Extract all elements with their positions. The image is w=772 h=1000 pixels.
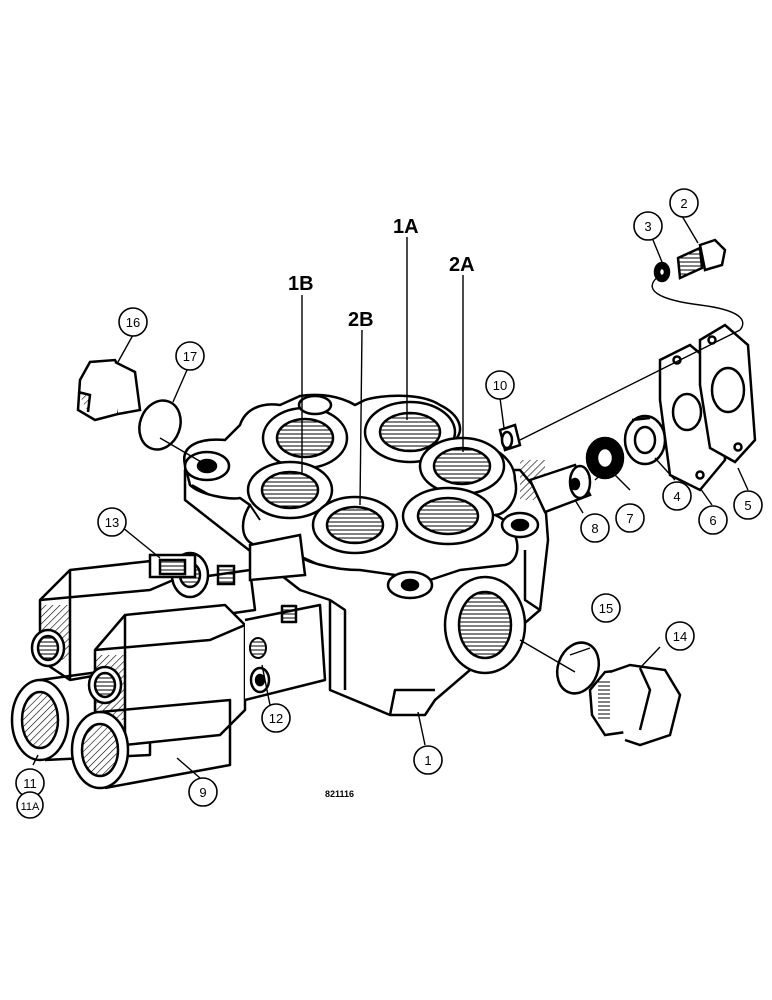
callout-1-label: 1 [424, 753, 431, 768]
callout-14: 14 [665, 621, 695, 651]
callout-11-label: 11 [23, 776, 37, 791]
callout-8-label: 8 [591, 521, 598, 536]
solenoid-coupling [148, 533, 307, 586]
port-label-2b: 2B [348, 309, 374, 331]
bolt-2 [676, 238, 727, 280]
valve-body [182, 393, 550, 717]
callout-6-label: 6 [709, 513, 716, 528]
callout-13-label: 13 [105, 515, 119, 530]
callout-10-label: 10 [493, 378, 507, 393]
callout-17-label: 17 [183, 349, 197, 364]
callout-16-label: 16 [126, 315, 140, 330]
callout-10: 10 [485, 370, 515, 400]
callout-11a-label: 11A [21, 801, 40, 813]
callout-9: 9 [188, 777, 218, 807]
port-label-2a: 2A [449, 254, 475, 276]
callout-15-label: 15 [599, 601, 613, 616]
callout-1: 1 [413, 745, 443, 775]
callout-6: 6 [698, 505, 728, 535]
callout-12: 12 [261, 703, 291, 733]
callout-3: 3 [633, 211, 663, 241]
o-ring-17 [138, 399, 182, 451]
drawing-reference: 821116 [325, 789, 354, 799]
callout-2: 2 [669, 188, 699, 218]
callout-7: 7 [615, 503, 645, 533]
callout-14-label: 14 [673, 629, 687, 644]
callout-13: 13 [97, 507, 127, 537]
callout-4-label: 4 [673, 489, 680, 504]
callout-11a: 11A [16, 791, 44, 819]
callout-11: 11 [15, 768, 45, 798]
plug-14 [588, 663, 682, 747]
callout-5: 5 [733, 490, 763, 520]
gasket-5 [698, 323, 757, 464]
callout-4: 4 [662, 481, 692, 511]
callout-3-label: 3 [644, 219, 651, 234]
callout-8: 8 [580, 513, 610, 543]
port-label-1b: 1B [288, 273, 314, 295]
o-ring-15 [555, 641, 601, 695]
bushing-4 [623, 414, 667, 466]
leader-lines [32, 215, 749, 779]
plug-16 [76, 358, 142, 422]
plug-12 [249, 637, 267, 659]
solenoid-lower [70, 603, 327, 790]
seal-7 [585, 436, 625, 480]
callout-15: 15 [591, 593, 621, 623]
washer-3 [653, 261, 671, 283]
callout-17: 17 [175, 341, 205, 371]
callout-2-label: 2 [680, 196, 687, 211]
callout-16: 16 [118, 307, 148, 337]
port-label-1a: 1A [393, 216, 419, 238]
callout-7-label: 7 [626, 511, 633, 526]
callout-5-label: 5 [744, 498, 751, 513]
callout-9-label: 9 [199, 785, 206, 800]
callout-12-label: 12 [269, 711, 283, 726]
